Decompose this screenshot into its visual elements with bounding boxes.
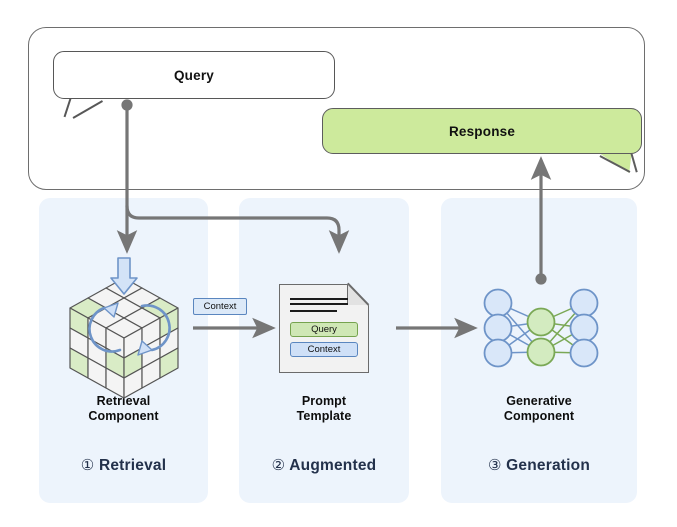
prompt-template-label: Prompt Template — [296, 394, 352, 423]
step-title-1: Retrieval — [98, 457, 167, 474]
step-label-augmented: ② Augmented — [239, 456, 409, 475]
step-number-1: ① — [80, 457, 95, 474]
context-edge-tag: Context — [193, 298, 247, 315]
document-icon: Query Context — [279, 282, 369, 373]
document-text-line — [290, 303, 348, 305]
generative-component-label: Generative Component — [503, 394, 575, 423]
query-bubble-tail — [0, 0, 36, 22]
stage-panel-generation[interactable]: Generative Component ③ Generation — [441, 198, 637, 503]
document-text-line — [290, 298, 348, 300]
step-label-retrieval: ① Retrieval — [39, 456, 208, 475]
step-number-3: ③ — [488, 457, 502, 474]
stage-panel-retrieval[interactable]: Retrieval Component ① Retrieval — [39, 198, 208, 503]
context-edge-tag-label: Context — [203, 301, 237, 312]
response-bubble-label: Response — [448, 123, 516, 139]
step-title-3: Generation — [506, 457, 590, 474]
query-bubble-label: Query — [173, 67, 215, 83]
query-bubble[interactable]: Query — [53, 51, 335, 99]
document-text-line — [290, 310, 337, 312]
retrieval-component-label: Retrieval Component — [88, 394, 159, 423]
step-number-2: ② — [271, 457, 286, 474]
step-label-generation: ③ Generation — [441, 456, 637, 475]
response-bubble[interactable]: Response — [322, 108, 642, 154]
document-query-pill-label: Query — [311, 324, 337, 335]
step-title-2: Augmented — [289, 457, 377, 474]
document-context-pill: Context — [290, 342, 358, 357]
document-context-pill-label: Context — [307, 344, 341, 355]
document-query-pill: Query — [290, 322, 358, 337]
